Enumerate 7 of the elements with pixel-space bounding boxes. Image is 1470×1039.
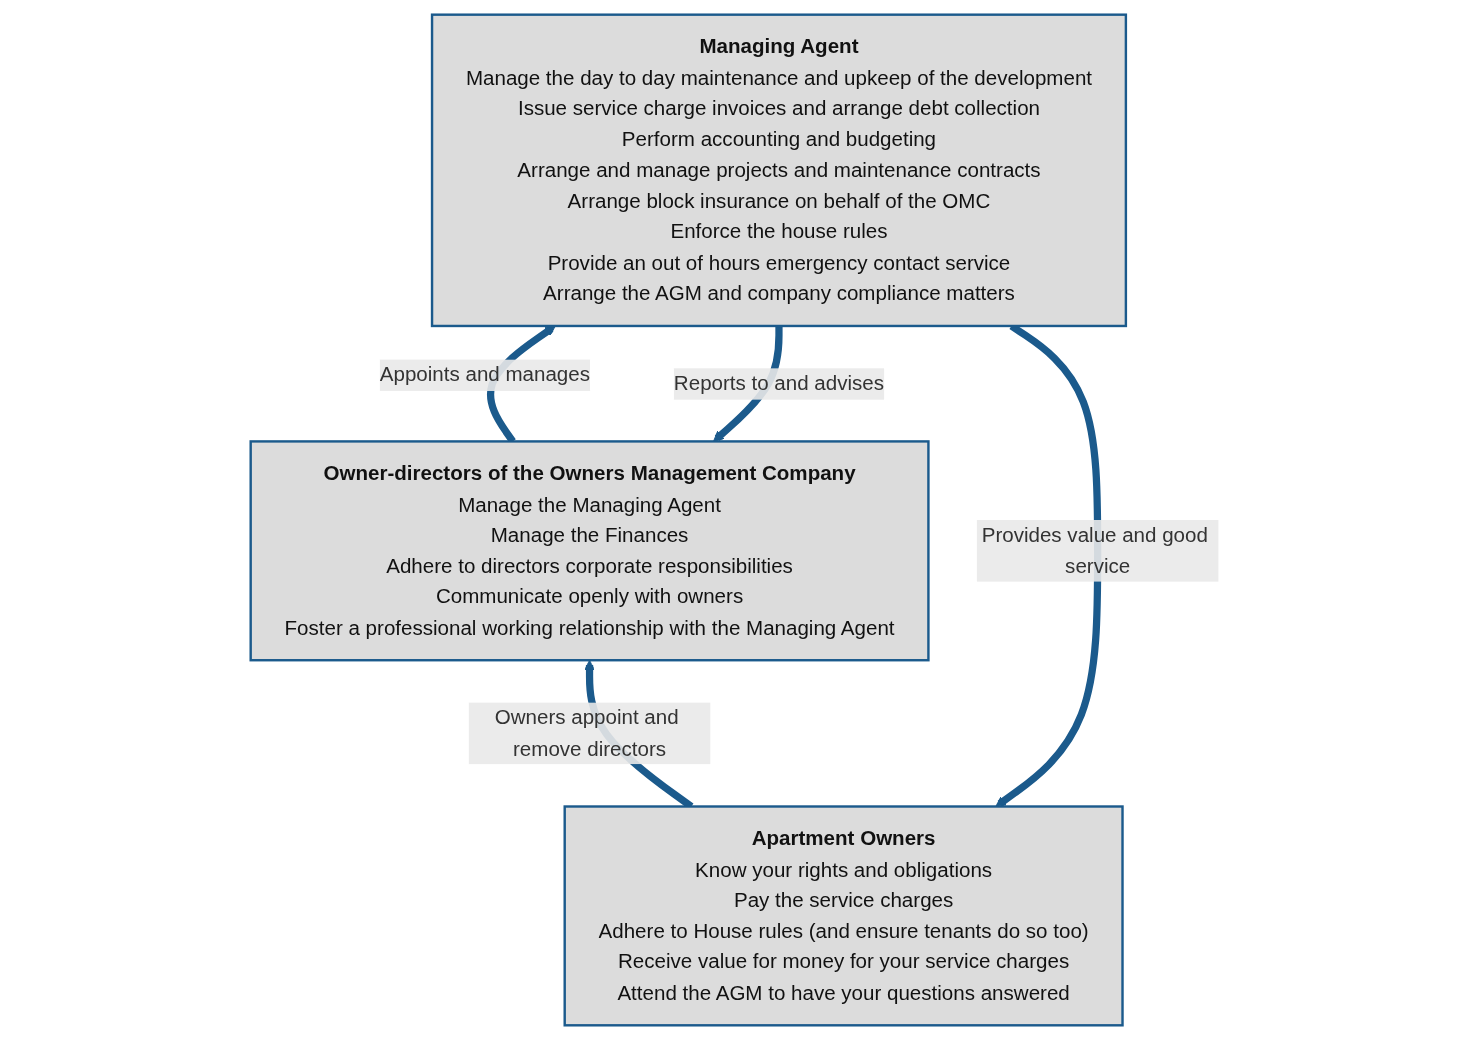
node-box: Owner-directors of the Owners Management Company Manage the Managing Agent Manage the Finances Adhere to directors corporate responsibilities Communicate openly with owners Foster a professional working relationship with the Managing Agent [249,439,930,661]
edge-label: Appoints and manages [380,362,591,386]
edge-label: Owners appoint and remove directors [495,705,680,760]
edge-label: Provides value and good service [982,523,1209,577]
node-box: Apartment Owners Know your rights and obligations Pay the service charges Adhere to House rules (and ensure tenants do so too) Receive value for money for your service charges Attend the AGM to have your questions answered [563,804,1125,1026]
node-box: Managing Agent Manage the day to day maintenance and upkeep of the development Issue service charge invoices and arrange debt collection Perform accounting and budgeting Arrange and manage projects and maintenance contracts Arrange block insurance on behalf of the OMC Enforce the house rules Provide an out of hours emergency contact service Arrange the AGM and company compliance matters [431,12,1128,327]
edge-label: Reports to and advises [674,371,885,395]
